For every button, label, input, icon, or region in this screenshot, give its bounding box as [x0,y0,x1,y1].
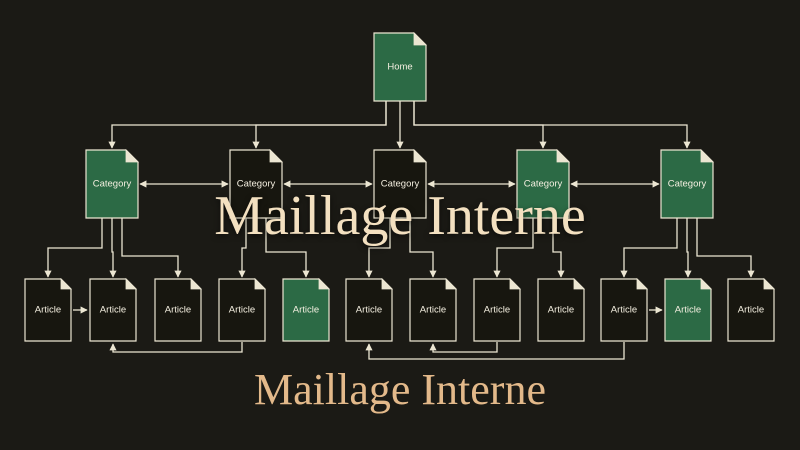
document-icon [282,278,330,342]
page-fold-icon [636,278,648,290]
category-to-article-arrow [552,218,565,278]
article-node[interactable]: Article [600,278,648,342]
article-node[interactable]: Article [409,278,457,342]
document-icon [660,149,714,219]
article-node[interactable]: Article [345,278,393,342]
category-to-article-arrow [238,218,247,278]
category-to-article-arrow [44,218,103,278]
page-fold-icon [413,32,427,46]
node-label: Category [524,179,563,190]
category-to-article-arrow [696,218,755,278]
page-fold-icon [125,278,137,290]
page-fold-icon [381,278,393,290]
article-node[interactable]: Article [24,278,72,342]
category-node[interactable]: Category [660,149,714,219]
document-icon [664,278,712,342]
document-icon [24,278,72,342]
document-icon [727,278,775,342]
node-label: Category [381,179,420,190]
category-to-article-arrow [109,218,117,278]
document-icon [473,278,521,342]
article-bottom-link [109,342,243,353]
page-fold-icon [125,149,139,163]
document-icon [89,278,137,342]
home-to-category-arrow [252,101,387,149]
node-label: Category [668,179,707,190]
page-fold-icon [509,278,521,290]
page-fold-icon [254,278,266,290]
node-label: Article [356,305,382,316]
category-to-article-arrow [365,218,391,278]
document-icon [373,32,427,102]
document-icon [154,278,202,342]
connection-lines [44,101,755,360]
document-icon [229,149,283,219]
page-fold-icon [763,278,775,290]
article-node[interactable]: Article [537,278,585,342]
article-bottom-link [429,342,498,353]
page-fold-icon [556,149,570,163]
article-node[interactable]: Article [664,278,712,342]
category-to-article-arrow [409,218,437,278]
article-node[interactable]: Article [282,278,330,342]
node-label: Article [675,305,701,316]
article-node[interactable]: Article [727,278,775,342]
category-node[interactable]: Category [229,149,283,219]
document-icon [373,149,427,219]
node-label: Article [484,305,510,316]
diagram-title: Maillage Interne [214,185,586,247]
document-icon [600,278,648,342]
node-label: Article [738,305,764,316]
diagram-subtitle: Maillage Interne [254,365,546,414]
node-label: Article [548,305,574,316]
home-node[interactable]: Home [373,32,427,102]
node-label: Article [165,305,191,316]
article-bottom-link [365,342,625,360]
document-icon [516,149,570,219]
article-node[interactable]: Article [89,278,137,342]
document-icon [345,278,393,342]
category-node[interactable]: Category [516,149,570,219]
category-to-article-arrow [620,218,678,278]
page-fold-icon [413,149,427,163]
page-fold-icon [445,278,457,290]
page-fold-icon [700,149,714,163]
page-fold-icon [318,278,330,290]
node-label: Category [93,179,132,190]
article-node[interactable]: Article [218,278,266,342]
page-fold-icon [700,278,712,290]
page-fold-icon [269,149,283,163]
node-label: Article [35,305,61,316]
node-label: Article [293,305,319,316]
node-label: Article [420,305,446,316]
category-to-article-arrow [493,218,534,278]
node-label: Article [229,305,255,316]
node-label: Article [611,305,637,316]
page-fold-icon [60,278,72,290]
category-node[interactable]: Category [85,149,139,219]
page-fold-icon [573,278,585,290]
document-icon [537,278,585,342]
article-node[interactable]: Article [473,278,521,342]
node-label: Article [100,305,126,316]
article-node[interactable]: Article [154,278,202,342]
page-fold-icon [190,278,202,290]
home-to-category-arrow [413,101,691,149]
node-label: Home [387,62,412,73]
category-to-article-arrow [265,218,310,278]
document-icon [85,149,139,219]
category-to-article-arrow [684,218,692,278]
document-icon [409,278,457,342]
category-node[interactable]: Category [373,149,427,219]
document-icon [218,278,266,342]
node-label: Category [237,179,276,190]
category-to-article-arrow [121,218,182,278]
